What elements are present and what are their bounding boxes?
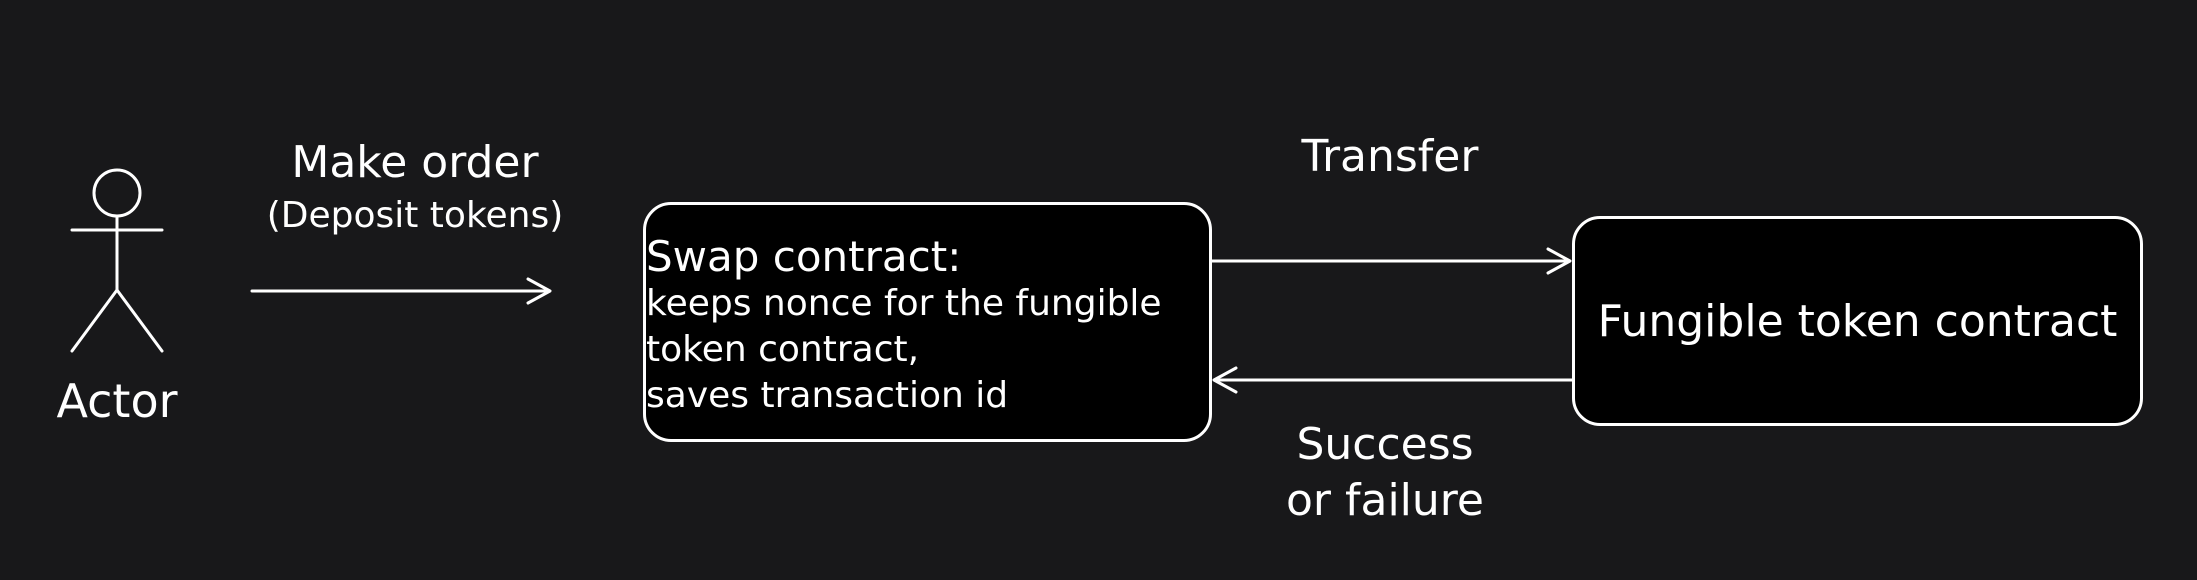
fungible-token-contract-box: Fungible token contract bbox=[1572, 216, 2143, 426]
swap-contract-description: keeps nonce for the fungible token contr… bbox=[646, 283, 1162, 416]
make-order-sublabel: (Deposit tokens) bbox=[266, 195, 564, 236]
swap-contract-box: Swap contract: keeps nonce for the fungi… bbox=[643, 202, 1212, 442]
transfer-label: Transfer bbox=[1301, 131, 1479, 182]
transfer-arrow bbox=[1210, 247, 1572, 275]
make-order-label: Make order bbox=[291, 137, 539, 188]
actor-label: Actor bbox=[56, 374, 178, 428]
make-order-arrow bbox=[250, 277, 552, 305]
response-sublabel: or failure bbox=[1286, 475, 1484, 526]
swap-contract-title: Swap contract: bbox=[646, 232, 962, 281]
response-label: Success bbox=[1296, 419, 1474, 470]
fungible-token-contract-label: Fungible token contract bbox=[1597, 295, 2118, 347]
response-arrow bbox=[1212, 366, 1574, 394]
actor-figure-icon bbox=[70, 168, 164, 353]
